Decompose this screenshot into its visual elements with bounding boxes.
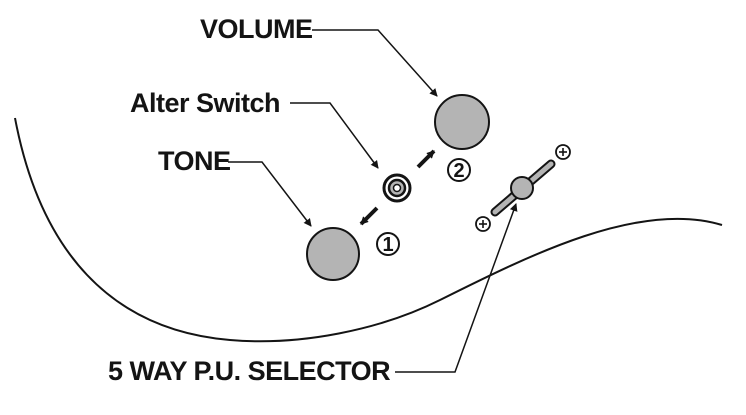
arrow-to-position-1-icon	[359, 206, 379, 226]
alter-switch-leader-line	[290, 102, 379, 169]
volume-leader-line	[312, 29, 438, 97]
volume-knob-icon	[434, 94, 490, 150]
position-1-number: 1	[382, 234, 393, 256]
alter-switch-icon	[382, 173, 412, 203]
selector-leader-line	[395, 203, 518, 373]
selector-label: 5 WAY P.U. SELECTOR	[108, 356, 390, 386]
alter-switch-label: Alter Switch	[130, 88, 280, 118]
tone-leader-line	[228, 161, 312, 227]
tone-label: TONE	[158, 146, 231, 176]
guitar-body-outline	[14, 117, 723, 343]
five-way-selector-icon	[490, 159, 556, 217]
tone-knob-icon	[306, 227, 360, 281]
arrow-to-position-2-icon	[416, 149, 436, 169]
volume-label: VOLUME	[200, 14, 313, 44]
selector-screw-bottom-icon	[475, 216, 491, 232]
selector-screw-top-icon	[555, 144, 571, 160]
position-2-number: 2	[453, 160, 464, 182]
position-2-marker: 2	[447, 158, 471, 182]
position-1-marker: 1	[376, 232, 400, 256]
